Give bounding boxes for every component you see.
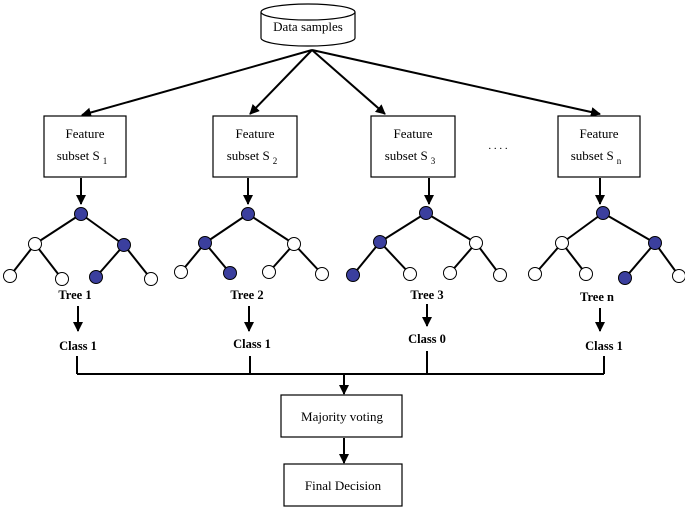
tree-node-empty — [403, 267, 417, 281]
tree-edge — [379, 212, 427, 243]
tree-edge — [425, 212, 477, 244]
tree-node-filled — [89, 270, 103, 284]
tree-node-filled — [419, 206, 433, 220]
tree-node-filled — [618, 271, 632, 285]
tree-2 — [174, 207, 329, 281]
tree-node-empty — [579, 267, 593, 281]
tree-node-filled — [346, 268, 360, 282]
tree-node-empty — [672, 269, 685, 283]
tree-edge — [123, 244, 152, 280]
tree-node-filled — [596, 206, 610, 220]
subset-2-line1: Feature — [236, 126, 275, 141]
tree-node-filled — [223, 266, 237, 280]
tree-node-empty — [55, 272, 69, 286]
tree-node-empty — [144, 272, 158, 286]
tree-edge — [561, 212, 604, 244]
subset-3-line2: subset S — [385, 148, 428, 163]
arrow-to-subset-n — [311, 49, 601, 117]
tree-node-empty — [443, 266, 457, 280]
fan-out-arrows — [81, 49, 601, 118]
tree-node-empty — [469, 236, 483, 250]
class-n-label: Class 1 — [585, 339, 623, 353]
subset-1-subscript: 1 — [103, 156, 108, 166]
majority-voting-node: Majority voting — [280, 394, 403, 438]
tree-node-empty — [555, 236, 569, 250]
tree-edge — [247, 213, 295, 245]
tree-1-label: Tree 1 — [58, 288, 91, 302]
data-samples-label: Data samples — [273, 19, 343, 34]
tree-node-empty — [28, 237, 42, 251]
tree-node-filled — [198, 236, 212, 250]
tree-edge — [602, 212, 656, 244]
arrow-to-subset-3 — [311, 49, 386, 115]
tree-4 — [528, 206, 685, 285]
class-1-label: Class 1 — [59, 339, 97, 353]
arrow-to-subset-2 — [249, 49, 313, 115]
tree-edge — [352, 241, 381, 276]
svg-text:subset S2: subset S2 — [227, 148, 277, 166]
tree-3-label: Tree 3 — [410, 288, 443, 302]
class-2-label: Class 1 — [233, 337, 271, 351]
arrow-to-subset-1 — [81, 49, 313, 118]
tree-node-filled — [241, 207, 255, 221]
tree-n-label: Tree n — [580, 290, 614, 304]
tree-2-label: Tree 2 — [230, 288, 263, 302]
tree-node-empty — [287, 237, 301, 251]
svg-text:subset Sn: subset Sn — [571, 148, 622, 166]
tree-node-empty — [315, 267, 329, 281]
tree-1 — [3, 207, 158, 286]
tree-node-filled — [74, 207, 88, 221]
svg-text:subset S1: subset S1 — [57, 148, 107, 166]
subset-2-line2: subset S — [227, 148, 270, 163]
subset-to-tree-arrows — [76, 178, 605, 205]
ellipsis: . . . . — [488, 140, 508, 152]
class-3-label: Class 0 — [408, 332, 446, 346]
tree-edge — [624, 242, 656, 279]
data-samples-node: Data samples — [260, 3, 356, 47]
subset-1-line1: Feature — [66, 126, 105, 141]
tree-node-empty — [528, 267, 542, 281]
tree-edge — [204, 213, 249, 244]
final-decision-node: Final Decision — [283, 463, 403, 507]
svg-text:subset S3: subset S3 — [385, 148, 436, 166]
subset-n-subscript: n — [617, 156, 622, 166]
aggregation-connector — [76, 351, 605, 395]
subset-n-line1: Feature — [580, 126, 619, 141]
tree-node-empty — [3, 269, 17, 283]
majority-voting-label: Majority voting — [301, 409, 383, 424]
tree-edge — [80, 213, 125, 246]
tree-node-filled — [648, 236, 662, 250]
decision-trees — [3, 206, 685, 286]
tree-edge — [95, 244, 125, 278]
subset-3-subscript: 3 — [431, 156, 436, 166]
subset-2-subscript: 2 — [273, 156, 278, 166]
tree-node-empty — [493, 268, 507, 282]
tree-edge — [379, 241, 411, 275]
subset-1-line2: subset S — [57, 148, 100, 163]
subset-n-line2: subset S — [571, 148, 614, 163]
subset-3-line1: Feature — [394, 126, 433, 141]
tree-node-empty — [262, 265, 276, 279]
tree-node-empty — [174, 265, 188, 279]
tree-3 — [346, 206, 507, 282]
tree-to-class-arrows — [73, 304, 605, 332]
tree-node-filled — [117, 238, 131, 252]
final-decision-label: Final Decision — [305, 478, 382, 493]
tree-edge — [34, 213, 82, 245]
tree-edge — [34, 243, 63, 280]
tree-node-filled — [373, 235, 387, 249]
